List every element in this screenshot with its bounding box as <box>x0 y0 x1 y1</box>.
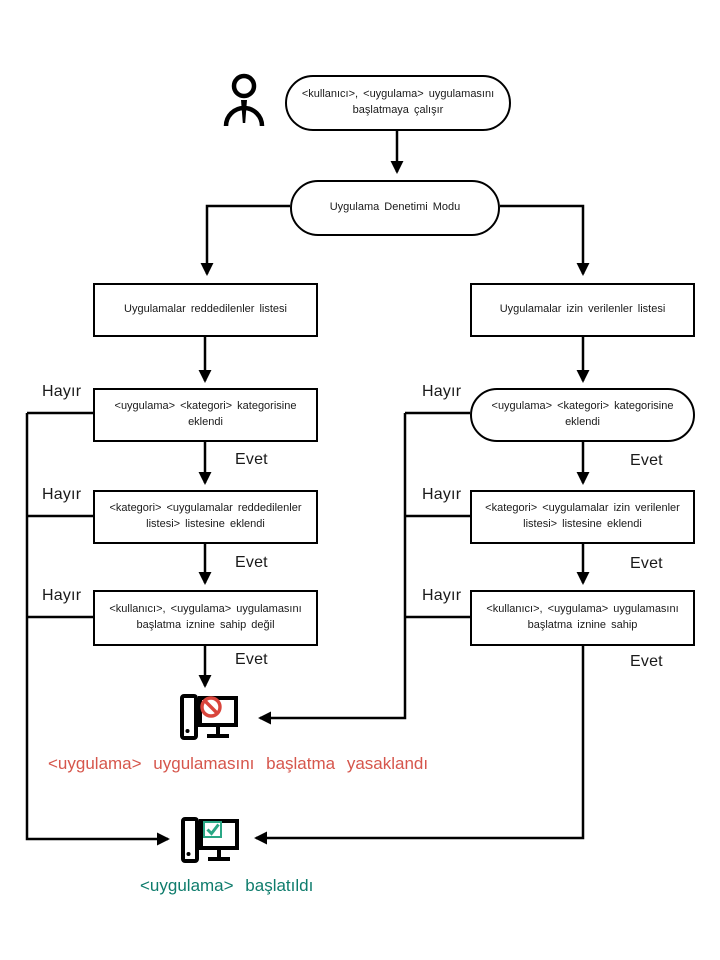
node-allow-list-added-label: <kategori> <uygulamalar izin verilenler … <box>485 502 680 530</box>
label-no-left-3: Hayır <box>42 587 82 604</box>
node-start-label: <kullanıcı>, <uygulama> uygulamasını baş… <box>301 88 495 116</box>
label-yes-left-3: Evet <box>235 651 268 668</box>
node-start: <kullanıcı>, <uygulama> uygulamasını baş… <box>285 75 511 131</box>
label-no-left-2: Hayır <box>42 486 82 503</box>
label-no-right-3: Hayır <box>422 587 462 604</box>
label-yes-right-2: Evet <box>630 555 663 572</box>
node-deny-permission: <kullanıcı>, <uygulama> uygulamasını baş… <box>93 590 318 646</box>
outcome-blocked-text: <uygulama> uygulamasını başlatma yasakla… <box>48 754 429 773</box>
node-allow-category: <uygulama> <kategori> kategorisine eklen… <box>470 388 695 442</box>
outcome-started-text: <uygulama> başlatıldı <box>140 876 314 895</box>
node-allow-permission-label: <kullanıcı>, <uygulama> uygulamasını baş… <box>486 603 679 631</box>
node-allowlist-label: Uygulamalar izin verilenler listesi <box>499 303 666 316</box>
user-icon <box>220 72 268 137</box>
label-no-right-2: Hayır <box>422 486 462 503</box>
node-deny-permission-label: <kullanıcı>, <uygulama> uygulamasını baş… <box>109 603 302 631</box>
node-allowlist: Uygulamalar izin verilenler listesi <box>470 283 695 337</box>
node-allow-category-label: <uygulama> <kategori> kategorisine eklen… <box>491 400 674 428</box>
label-no-left-1: Hayır <box>42 383 82 400</box>
node-denylist: Uygulamalar reddedilenler listesi <box>93 283 318 337</box>
label-yes-left-1: Evet <box>235 451 268 468</box>
node-deny-list-added: <kategori> <uygulamalar reddedilenler li… <box>93 490 318 544</box>
node-control-mode-label: Uygulama Denetimi Modu <box>329 201 461 214</box>
node-control-mode: Uygulama Denetimi Modu <box>290 180 500 236</box>
label-no-right-1: Hayır <box>422 383 462 400</box>
node-deny-category: <uygulama> <kategori> kategorisine eklen… <box>93 388 318 442</box>
label-yes-left-2: Evet <box>235 554 268 571</box>
label-yes-right-3: Evet <box>630 653 663 670</box>
computer-started-icon <box>179 814 241 877</box>
node-allow-permission: <kullanıcı>, <uygulama> uygulamasını baş… <box>470 590 695 646</box>
computer-blocked-icon <box>178 691 240 754</box>
node-deny-category-label: <uygulama> <kategori> kategorisine eklen… <box>114 400 297 428</box>
node-allow-list-added: <kategori> <uygulamalar izin verilenler … <box>470 490 695 544</box>
node-deny-list-added-label: <kategori> <uygulamalar reddedilenler li… <box>109 502 302 530</box>
node-denylist-label: Uygulamalar reddedilenler listesi <box>124 303 287 316</box>
label-yes-right-1: Evet <box>630 452 663 469</box>
